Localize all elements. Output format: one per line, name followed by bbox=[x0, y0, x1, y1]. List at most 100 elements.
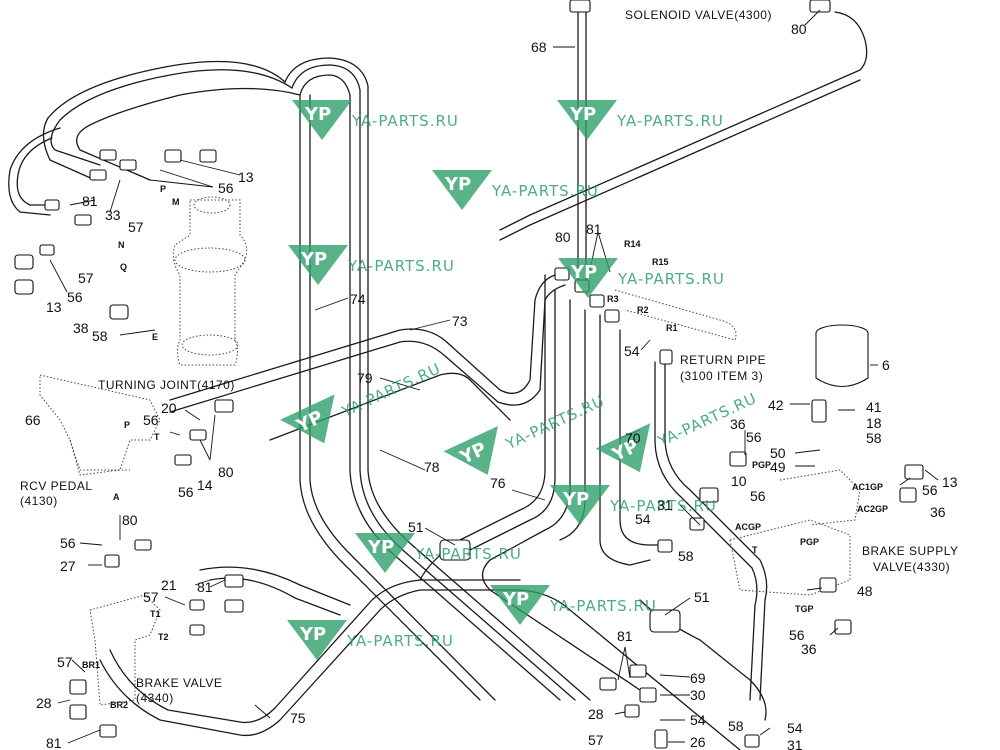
callout-57: 57 bbox=[588, 732, 604, 748]
callout-13: 13 bbox=[942, 474, 958, 490]
callout-51: 51 bbox=[408, 519, 424, 535]
accumulator-6 bbox=[815, 324, 869, 388]
callout-58: 58 bbox=[728, 718, 744, 734]
watermark-logo: YP bbox=[300, 249, 327, 270]
port-r2: R2 bbox=[637, 305, 649, 315]
callout-6: 6 bbox=[882, 357, 890, 373]
watermark-logo: YP bbox=[367, 537, 394, 558]
callout-21: 21 bbox=[161, 577, 177, 593]
callout-30: 30 bbox=[690, 687, 706, 703]
port-br1: BR1 bbox=[82, 660, 100, 670]
port-tgp: TGP bbox=[795, 604, 814, 614]
turning-joint bbox=[172, 196, 248, 366]
watermark-5: YP YA-PARTS.RU bbox=[558, 258, 725, 298]
callout-54: 54 bbox=[690, 712, 706, 728]
callout-70: 70 bbox=[625, 430, 641, 446]
callout-58: 58 bbox=[92, 328, 108, 344]
watermark-logo: YP bbox=[569, 104, 596, 125]
watermark-text: YA-PARTS.RU bbox=[414, 545, 522, 563]
watermark-logo: YP bbox=[299, 624, 326, 645]
watermark-11: YP YA-PARTS.RU bbox=[490, 585, 656, 625]
watermark-text: YA-PARTS.RU bbox=[616, 112, 724, 130]
callout-80: 80 bbox=[555, 229, 571, 245]
port-t1: T1 bbox=[150, 609, 161, 619]
callout-75: 75 bbox=[290, 710, 306, 726]
watermark-1: YP YA-PARTS.RU bbox=[292, 100, 458, 140]
watermark-text: YA-PARTS.RU bbox=[346, 632, 454, 650]
port-r3: R3 bbox=[607, 294, 619, 304]
callout-31: 31 bbox=[657, 497, 673, 513]
callout-56: 56 bbox=[218, 180, 234, 196]
port-p: P bbox=[160, 184, 166, 194]
callout-27: 27 bbox=[60, 558, 76, 574]
turning-joint-label: TURNING JOINT(4170) bbox=[98, 378, 235, 392]
port-r15: R15 bbox=[652, 257, 669, 267]
callout-81: 81 bbox=[617, 628, 633, 644]
watermark-text: YA-PARTS.RU bbox=[617, 270, 725, 288]
brake-valve bbox=[89, 594, 161, 706]
brake-supply-valve-label: BRAKE SUPPLY bbox=[862, 544, 958, 558]
callout-42: 42 bbox=[768, 397, 784, 413]
callout-73: 73 bbox=[452, 313, 468, 329]
watermark-4: YP YA-PARTS.RU bbox=[288, 245, 455, 285]
watermark-logo: YP bbox=[570, 262, 597, 283]
callout-69: 69 bbox=[690, 670, 706, 686]
port-e: E bbox=[152, 332, 158, 342]
callout-56: 56 bbox=[67, 289, 83, 305]
rcv-pedal-code: (4130) bbox=[20, 494, 58, 508]
pipe-diagonal-73-79 bbox=[169, 274, 566, 441]
callout-38: 38 bbox=[73, 320, 89, 336]
callout-81: 81 bbox=[586, 221, 602, 237]
port-t: T bbox=[752, 545, 758, 555]
pipe-bundle-left-vertical bbox=[284, 57, 591, 701]
callout-56: 56 bbox=[143, 412, 159, 428]
callout-54: 54 bbox=[787, 720, 803, 736]
callout-81: 81 bbox=[197, 579, 213, 595]
callout-18: 18 bbox=[866, 415, 882, 431]
callout-56: 56 bbox=[789, 627, 805, 643]
callout-50: 50 bbox=[770, 445, 786, 461]
callout-56: 56 bbox=[60, 535, 76, 551]
callout-56: 56 bbox=[750, 488, 766, 504]
watermark-9: YP YA-PARTS.RU bbox=[550, 485, 717, 525]
port-ac1gp: AC1GP bbox=[852, 482, 883, 492]
callout-57: 57 bbox=[78, 270, 94, 286]
port-q: Q bbox=[120, 262, 127, 272]
rcv-pedal bbox=[39, 374, 161, 476]
watermark-logo: YP bbox=[444, 174, 471, 195]
pipe-bundle-top-left bbox=[8, 60, 301, 216]
callout-10: 10 bbox=[731, 473, 747, 489]
callout-28: 28 bbox=[588, 706, 604, 722]
callout-41: 41 bbox=[866, 399, 882, 415]
callout-56: 56 bbox=[746, 429, 762, 445]
port-a-rcv: A bbox=[113, 492, 120, 502]
callout-58: 58 bbox=[678, 548, 694, 564]
callout-78: 78 bbox=[424, 459, 440, 475]
callout-13: 13 bbox=[46, 299, 62, 315]
callout-26: 26 bbox=[690, 734, 706, 750]
watermark-2: YP YA-PARTS.RU bbox=[557, 100, 724, 140]
callout-76: 76 bbox=[490, 475, 506, 491]
watermark-text: YA-PARTS.RU bbox=[347, 257, 455, 275]
callout-80: 80 bbox=[218, 464, 234, 480]
return-pipe-code: (3100 ITEM 3) bbox=[680, 369, 763, 383]
watermark-logo: YP bbox=[562, 489, 589, 510]
component-labels: SOLENOID VALVE(4300) TURNING JOINT(4170)… bbox=[20, 8, 958, 705]
callout-13: 13 bbox=[238, 169, 254, 185]
callout-80: 80 bbox=[791, 21, 807, 37]
callout-58: 58 bbox=[866, 430, 882, 446]
brake-valve-label: BRAKE VALVE bbox=[136, 676, 222, 690]
port-labels: R14 R15 R3 R2 R1 PGP PGP ACGP T AC1GP AC… bbox=[82, 184, 888, 710]
fittings bbox=[14, 0, 924, 749]
port-ac2gp: AC2GP bbox=[857, 504, 888, 514]
callout-56: 56 bbox=[922, 482, 938, 498]
port-r14: R14 bbox=[624, 239, 641, 249]
port-n: N bbox=[118, 240, 125, 250]
pipe-lower-long bbox=[99, 566, 741, 750]
watermark-text: YA-PARTS.RU bbox=[609, 497, 717, 515]
watermark-7-rotated: YP YA-PARTS.RU bbox=[443, 392, 608, 475]
callout-57: 57 bbox=[57, 654, 73, 670]
port-pgp-2: PGP bbox=[800, 537, 819, 547]
watermark-text: YA-PARTS.RU bbox=[491, 182, 599, 200]
